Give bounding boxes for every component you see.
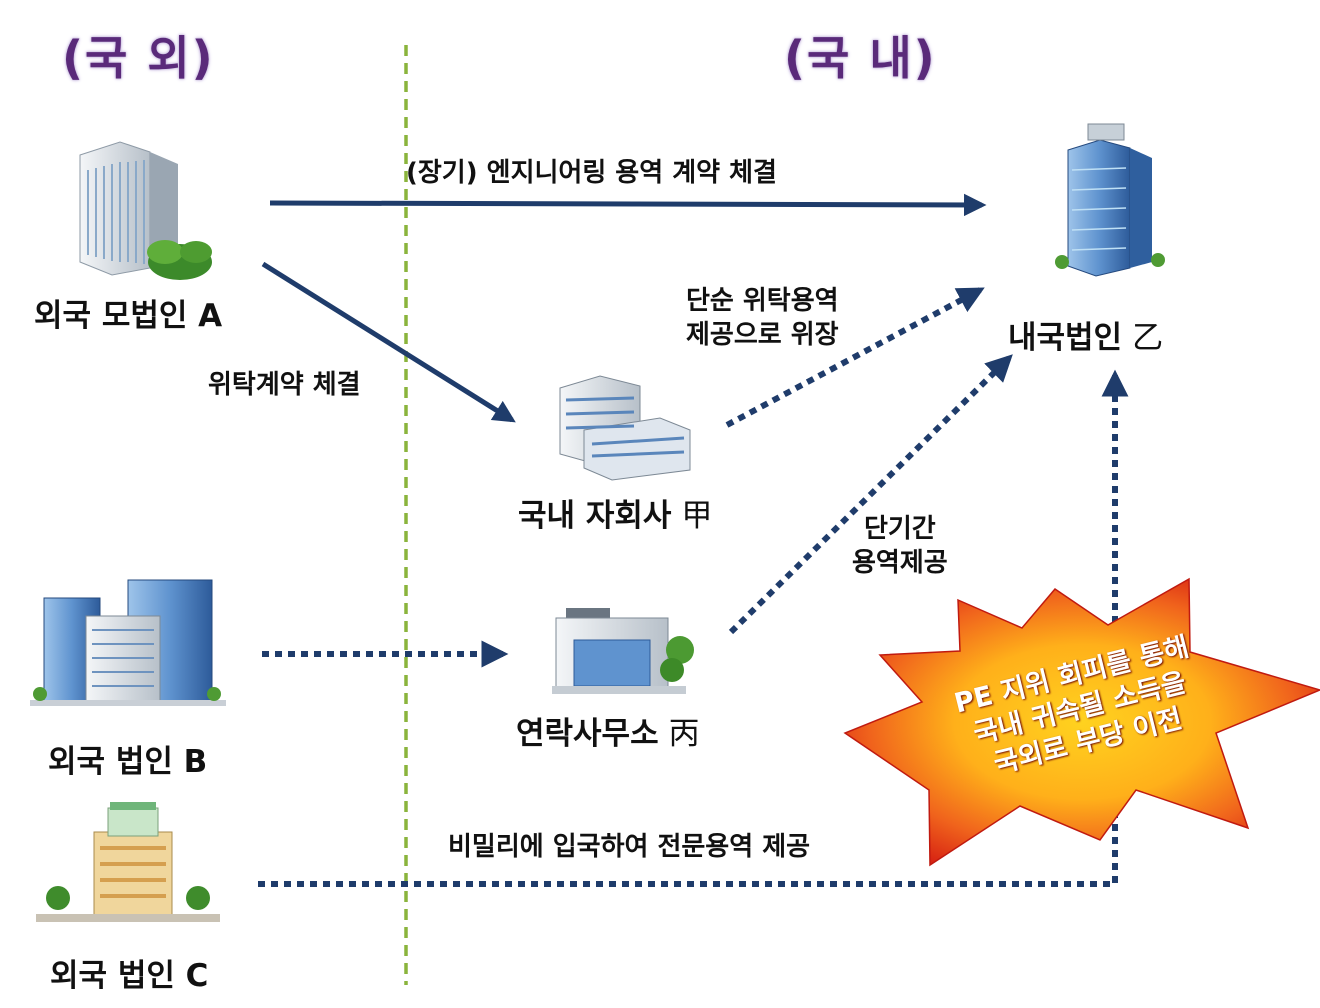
arrow-long-term-contract (269, 193, 987, 217)
arrow-consignment-contract (261, 261, 516, 423)
subsidiary-building-icon (559, 375, 691, 481)
short-term-note-line2: 용역제공 (852, 548, 948, 578)
foreign-parent-a-building-icon (79, 141, 212, 280)
disguise-note: 단순 위탁용역 제공으로 위장 (686, 284, 839, 352)
domestic-corp-building-icon (1055, 123, 1165, 277)
liaison-office-mark: 丙 (668, 716, 700, 752)
subsidiary-mark: 甲 (681, 498, 713, 534)
foreign-c-building-icon (36, 802, 220, 922)
short-term-note: 단기간 용역제공 (852, 512, 948, 580)
foreign-c-label: 외국 법인 C (50, 958, 209, 994)
region-overseas-heading: (국 외) (62, 31, 215, 85)
disguise-note-line2: 제공으로 위장 (686, 320, 839, 350)
domestic-corp-mark: 乙 (1132, 320, 1164, 356)
arrow-liaison-to-domestic (728, 354, 1013, 635)
warning-burst-icon (843, 577, 1320, 867)
consignment-contract-label: 위탁계약 체결 (208, 370, 361, 400)
arrow-subsidiary-to-domestic (725, 287, 985, 428)
secret-entry-label: 비밀리에 입국하여 전문용역 제공 (448, 832, 811, 862)
liaison-office-building-icon (552, 608, 694, 694)
long-term-contract-label: (장기) 엔지니어링 용역 계약 체결 (406, 158, 777, 188)
foreign-b-building-icon (30, 579, 226, 706)
foreign-parent-a-label: 외국 모법인 A (34, 298, 223, 334)
foreign-b-label: 외국 법인 B (48, 744, 208, 780)
short-term-note-line1: 단기간 (863, 514, 936, 544)
liaison-office-name: 연락사무소 (516, 716, 659, 752)
arrow-c-to-domestic (258, 369, 1129, 887)
domestic-corp-name: 내국법인 (1008, 320, 1123, 356)
subsidiary-name: 국내 자회사 (518, 498, 672, 534)
disguise-note-line1: 단순 위탁용역 (686, 286, 839, 316)
region-domestic-heading: (국 내) (784, 31, 937, 85)
